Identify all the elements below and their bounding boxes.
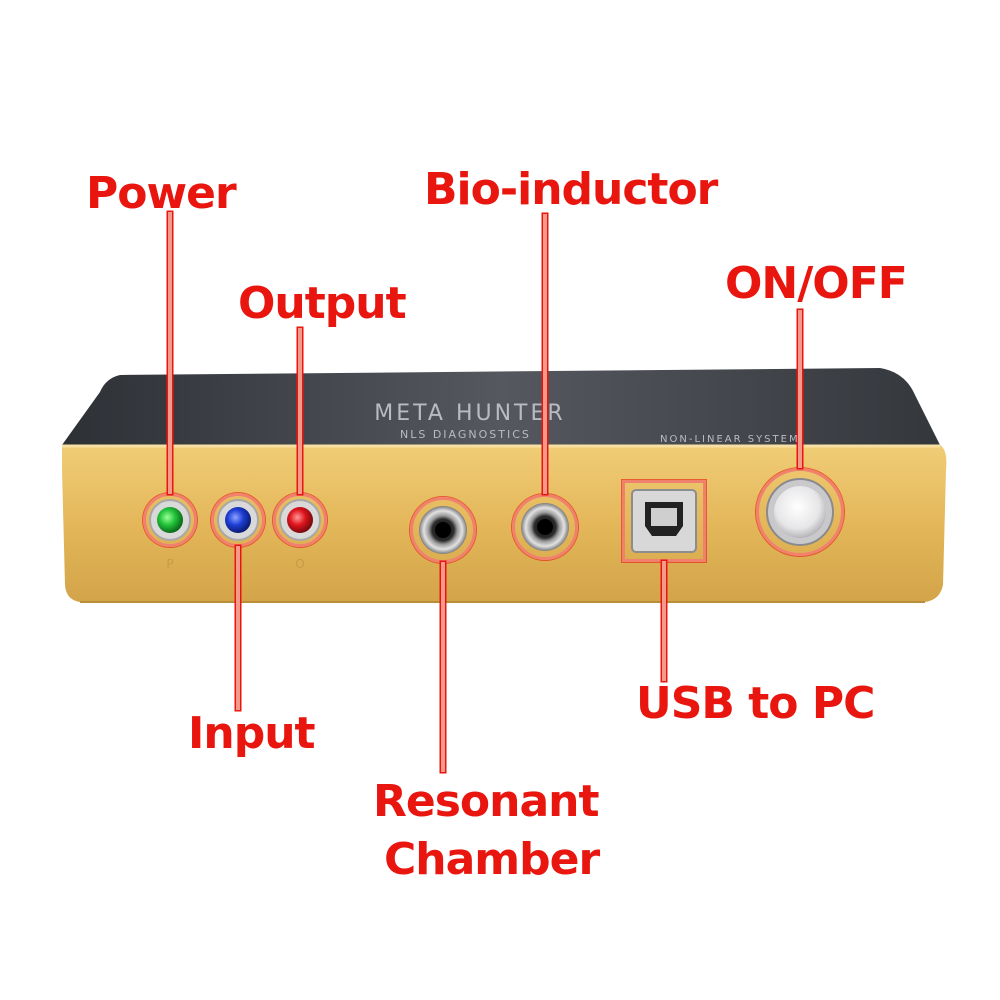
resonant-chamber-callout-line (441, 562, 445, 772)
usb-port-ring (622, 480, 706, 562)
output-callout-line (298, 328, 302, 494)
bio-inductor-ring (512, 494, 578, 560)
on-off-ring (756, 468, 844, 556)
device-subtitle: NLS DIAGNOSTICS (400, 428, 531, 441)
resonant-chamber-label-line2: Chamber (384, 834, 600, 885)
usb-callout-line (662, 561, 666, 681)
output-led-ring (273, 493, 327, 547)
power-led-ring (143, 493, 197, 547)
brand-text: META HUNTER (374, 401, 565, 426)
device-badge: NON-LINEAR SYSTEM (660, 434, 800, 445)
svg-text:P: P (166, 557, 173, 571)
on-off-label: ON/OFF (725, 258, 908, 309)
input-callout-line (236, 546, 240, 710)
resonant-chamber-label-line1: Resonant (373, 776, 600, 827)
power-label: Power (86, 168, 237, 219)
bio-inductor-callout-line (543, 214, 547, 494)
resonant-chamber-ring (410, 497, 476, 563)
usb-label: USB to PC (636, 678, 875, 729)
front-face (62, 445, 947, 602)
input-led-ring (211, 493, 265, 547)
svg-text:O: O (295, 557, 304, 571)
on-off-callout-line (798, 310, 802, 468)
top-panel (62, 368, 940, 445)
input-label: Input (188, 708, 316, 759)
output-label: Output (238, 278, 407, 329)
bio-inductor-label: Bio-inductor (424, 164, 718, 215)
power-callout-line (168, 212, 172, 494)
